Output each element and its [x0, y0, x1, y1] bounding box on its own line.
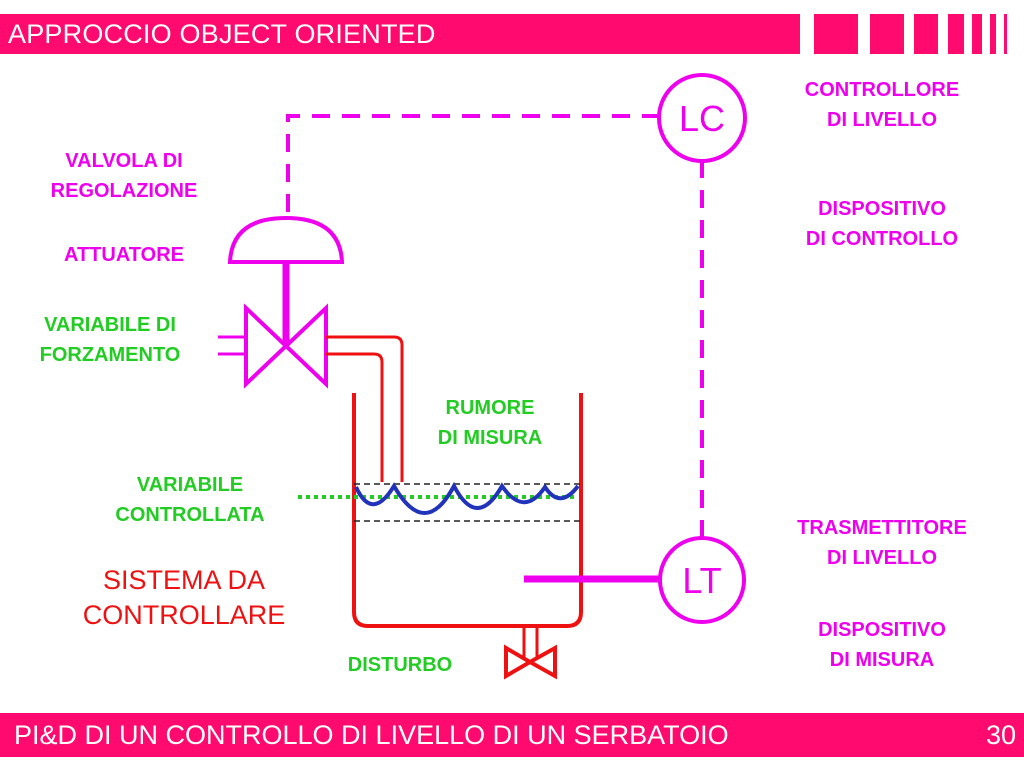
- slide-title: APPROCCIO OBJECT ORIENTED: [8, 19, 436, 49]
- variabile-forzamento-label: VARIABILE DI FORZAMENTO: [39, 314, 181, 366]
- control-valve-body-right: [283, 303, 328, 389]
- lt-tag: LT: [682, 560, 721, 601]
- rumore-misura-label: RUMORE DI MISURA: [437, 397, 543, 449]
- outlet-pipe-inner: [326, 352, 384, 482]
- level-controller-symbol: LC: [657, 73, 747, 163]
- dispositivo-misura-label: DISPOSITIVO DI MISURA: [818, 619, 946, 671]
- control-valve-body: [244, 303, 289, 389]
- deco-block-1: [814, 14, 858, 54]
- dispositivo-controllo-label: DISPOSITIVO DI CONTROLLO: [805, 198, 959, 250]
- deco-block-6: [990, 14, 996, 54]
- deco-block-7: [1004, 14, 1007, 54]
- outlet-pipe-outer: [326, 335, 404, 482]
- variabile-controllata-label: VARIABILE CONTROLLATA: [115, 474, 265, 526]
- controllore-label: CONTROLLORE DI LIVELLO: [804, 79, 960, 131]
- title-bar: APPROCCIO OBJECT ORIENTED: [0, 14, 800, 54]
- attuatore-label: ATTUATORE: [64, 244, 184, 266]
- actuator-dome: [227, 215, 345, 264]
- deco-block-4: [948, 14, 964, 54]
- trasmettitore-label: TRASMETTITORE DI LIVELLO: [797, 517, 967, 569]
- lc-tag: LC: [679, 98, 725, 139]
- page-number: 30: [985, 720, 1016, 750]
- control-signal-line: [286, 114, 660, 218]
- deco-block-5: [972, 14, 982, 54]
- liquid-surface-wave: [354, 481, 580, 515]
- level-transmitter-symbol: LT: [658, 536, 746, 624]
- sistema-label: SISTEMA DA CONTROLLARE: [82, 565, 286, 630]
- drain-valve-left: [504, 644, 534, 680]
- footer-bar: PI&D DI UN CONTROLLO DI LIVELLO DI UN SE…: [0, 713, 1024, 757]
- drain-valve-right: [525, 644, 557, 680]
- footer-caption: PI&D DI UN CONTROLLO DI LIVELLO DI UN SE…: [14, 720, 729, 750]
- valvola-label: VALVOLA DI REGOLAZIONE: [50, 150, 198, 202]
- disturbo-label: DISTURBO: [347, 654, 453, 676]
- deco-block-2: [870, 14, 904, 54]
- tank-body: [352, 393, 583, 628]
- deco-block-3: [914, 14, 938, 54]
